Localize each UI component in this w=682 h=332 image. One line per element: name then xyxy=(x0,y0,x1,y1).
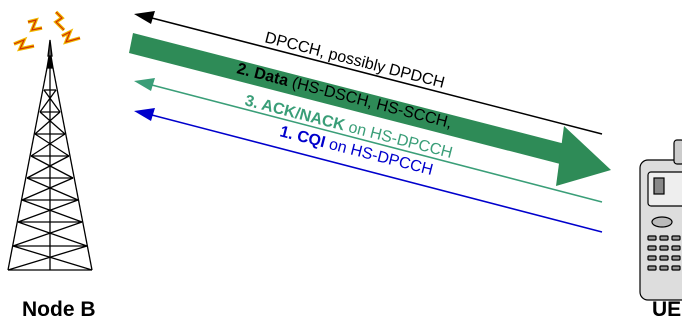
dpcch-arrow xyxy=(134,11,603,135)
node-b-label: Node B xyxy=(22,298,96,321)
data-arrow xyxy=(129,33,611,186)
lightning-signal-icon xyxy=(13,10,81,52)
antenna-tower-icon xyxy=(7,39,93,271)
mobile-phone-icon xyxy=(639,139,682,301)
ue-label: UE xyxy=(652,298,682,321)
cqi-arrow xyxy=(134,108,603,233)
ack-arrow xyxy=(134,78,603,203)
